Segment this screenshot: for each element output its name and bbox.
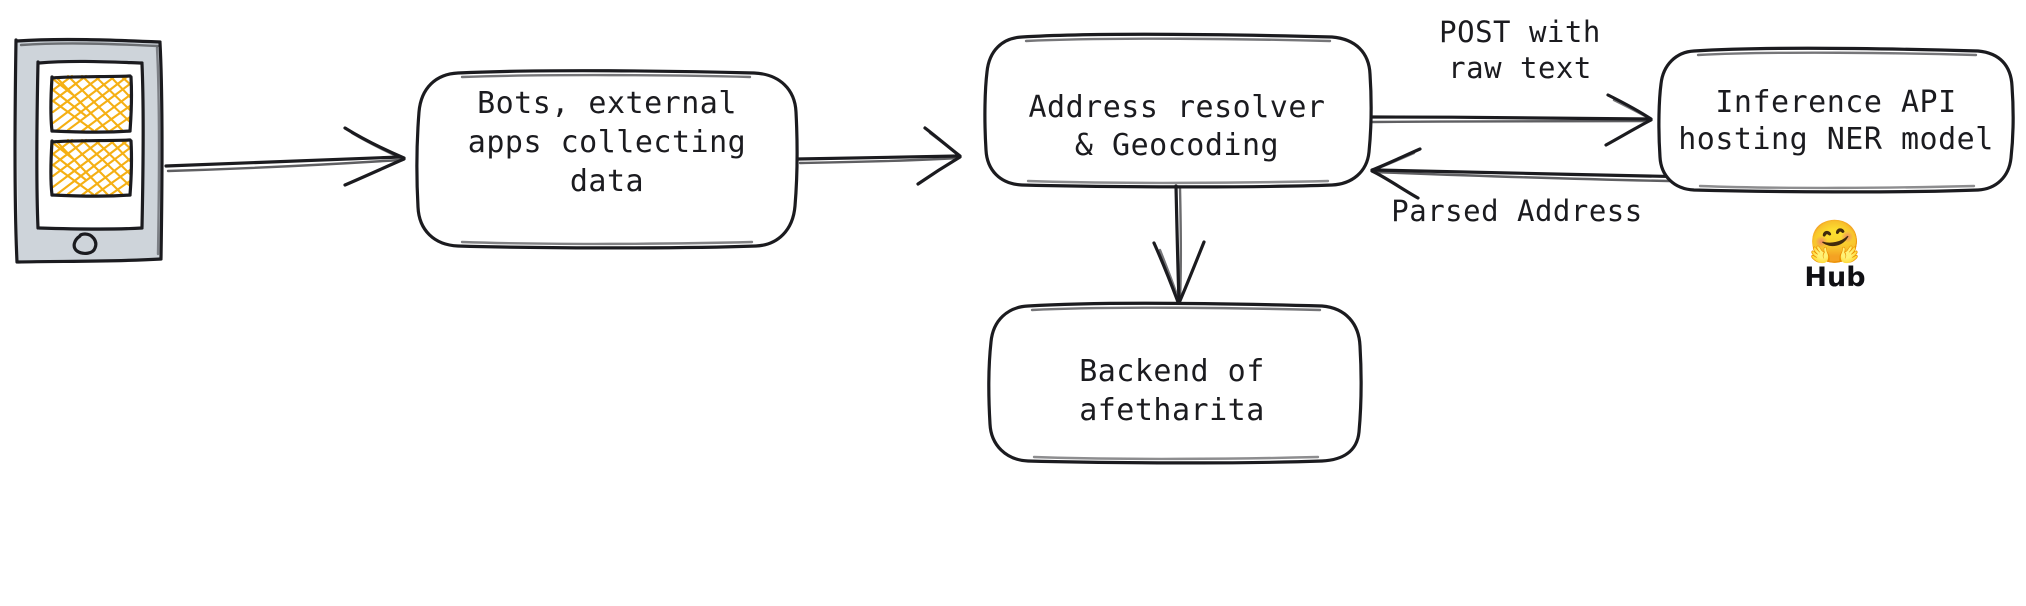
edge-resolver-to-backend [1152, 184, 1206, 305]
node-inference-line1: Inference API [1715, 85, 1956, 120]
node-resolver-line1: Address resolver [1029, 90, 1326, 125]
node-address-resolver[interactable]: Address resolver & Geocoding [983, 32, 1373, 189]
hub-label: Hub [1804, 262, 1866, 293]
node-backend-line2: afetharita [1079, 393, 1265, 428]
node-bots-line2: apps collecting [468, 125, 746, 160]
node-bots-external-apps[interactable]: Bots, external apps collecting data [415, 69, 799, 250]
node-backend-line1: Backend of [1079, 354, 1265, 389]
phone-content-block-1 [49, 74, 134, 134]
node-inference-line2: hosting NER model [1678, 122, 1994, 157]
edge-bots-to-resolver [796, 126, 962, 186]
node-inference-api[interactable]: Inference API hosting NER model [1657, 46, 2015, 194]
edge-inference-to-resolver: Parsed Address [1370, 147, 1742, 228]
edge-resolver-to-inference: POST with raw text [1370, 15, 1653, 147]
edge-phone-to-bots [164, 126, 406, 187]
edge-post-label-line1: POST with [1439, 15, 1601, 49]
huggingface-hub-logo: 🤗 Hub [1760, 217, 1910, 294]
node-bots-line1: Bots, external [477, 86, 737, 121]
edge-parsed-address-label: Parsed Address [1391, 194, 1642, 228]
mobile-device-icon [13, 37, 164, 264]
node-resolver-line2: & Geocoding [1075, 128, 1279, 163]
node-backend-afetharita[interactable]: Backend of afetharita [987, 301, 1363, 465]
home-button[interactable] [72, 232, 98, 255]
phone-content-block-2 [49, 138, 134, 198]
edge-post-label-line2: raw text [1448, 51, 1592, 85]
hugging-face-icon: 🤗 [1808, 217, 1862, 266]
node-bots-line3: data [570, 164, 644, 199]
